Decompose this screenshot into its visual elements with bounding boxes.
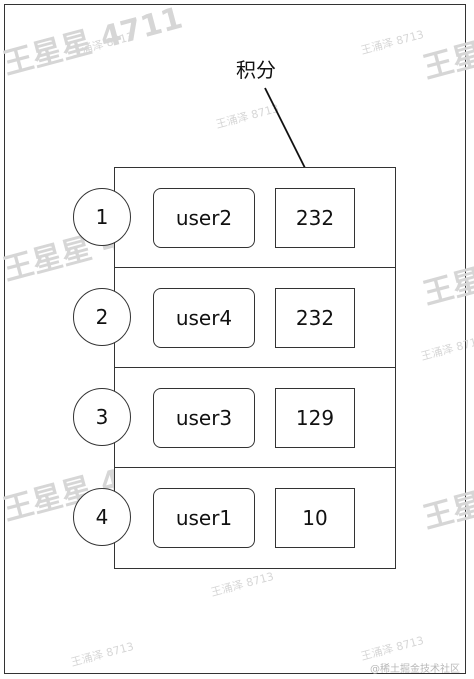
diagram-frame bbox=[4, 4, 466, 674]
rank-circle: 4 bbox=[73, 488, 131, 546]
user-cell: user2 bbox=[153, 188, 255, 248]
score-label: 积分 bbox=[236, 58, 276, 82]
rank-circle: 1 bbox=[73, 188, 131, 246]
table-row: user2 232 bbox=[115, 168, 395, 268]
table-row: user4 232 bbox=[115, 268, 395, 368]
user-cell: user4 bbox=[153, 288, 255, 348]
rank-circle: 2 bbox=[73, 288, 131, 346]
user-cell: user1 bbox=[153, 488, 255, 548]
table-row: user3 129 bbox=[115, 368, 395, 468]
rank-circle: 3 bbox=[73, 388, 131, 446]
user-cell: user3 bbox=[153, 388, 255, 448]
score-cell: 10 bbox=[275, 488, 355, 548]
score-cell: 232 bbox=[275, 188, 355, 248]
score-cell: 129 bbox=[275, 388, 355, 448]
table-row: user1 10 bbox=[115, 468, 395, 568]
score-cell: 232 bbox=[275, 288, 355, 348]
footer-watermark: @稀土掘金技术社区 bbox=[370, 664, 460, 675]
ranking-table: user2 232 user4 232 user3 129 user1 10 bbox=[114, 167, 396, 569]
